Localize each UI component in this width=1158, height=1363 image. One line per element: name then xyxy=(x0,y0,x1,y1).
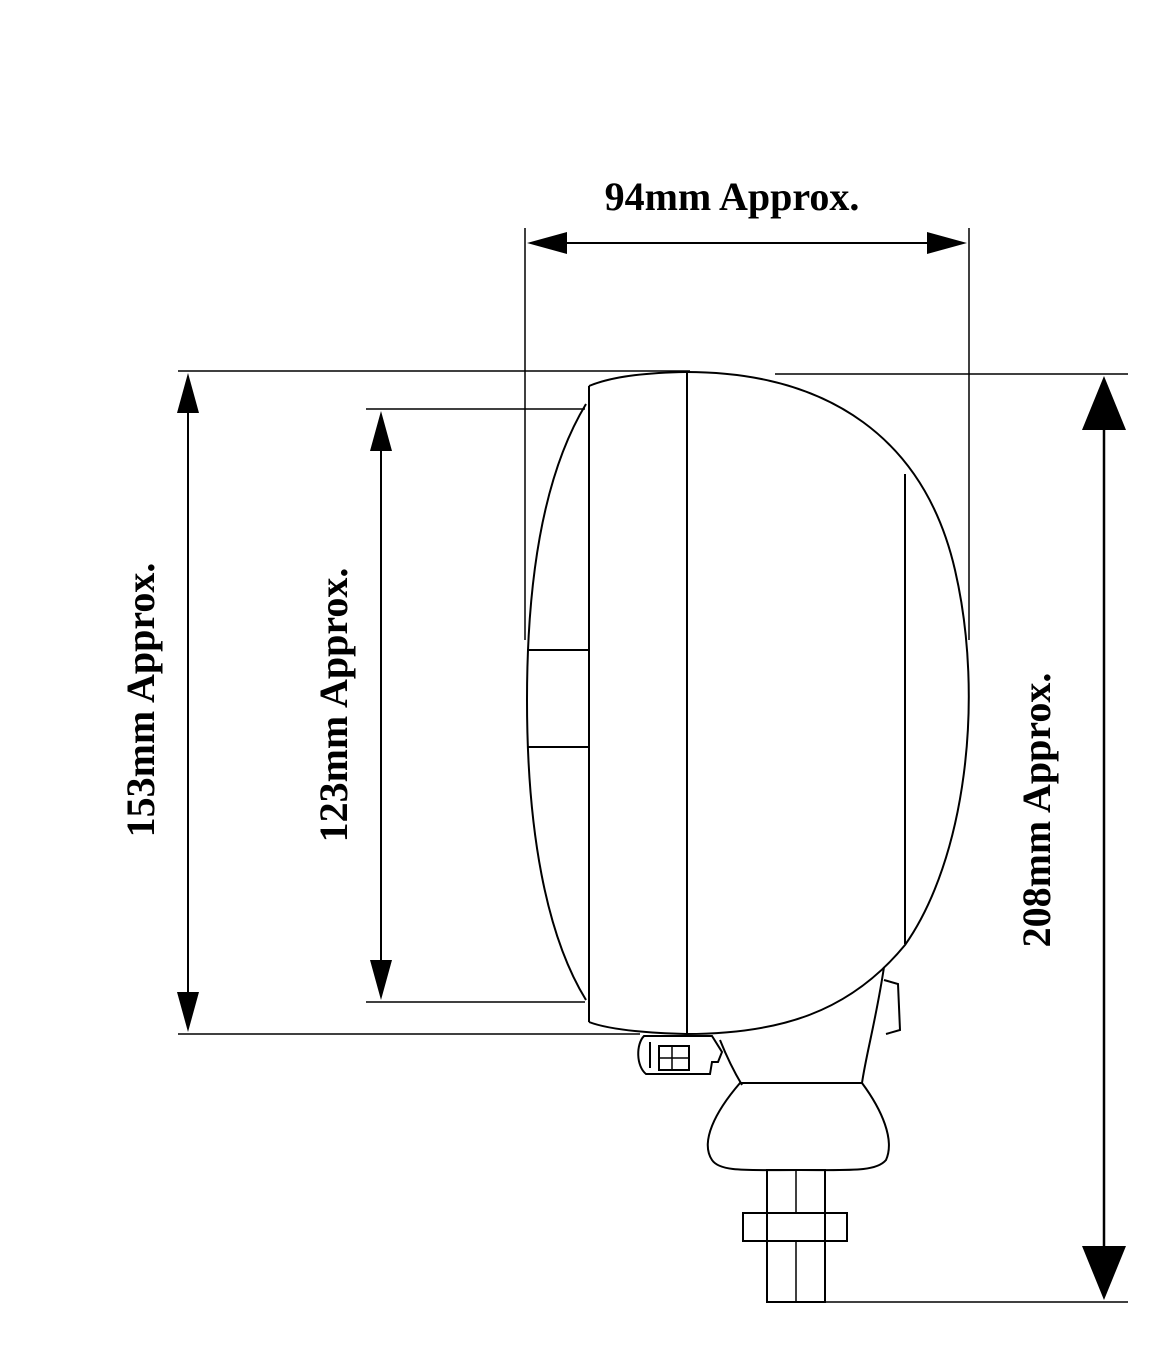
lens-bezel xyxy=(525,403,587,1001)
rim-bottom-curl xyxy=(588,1021,687,1035)
width-label: 94mm Approx. xyxy=(605,174,860,219)
wire-connector xyxy=(637,1035,724,1075)
outer-height-arrow-bottom xyxy=(177,992,199,1032)
inner-height-arrow-top xyxy=(370,411,392,451)
width-arrow-left xyxy=(527,232,567,254)
inner-height-dimension: 123mm Approx. xyxy=(311,408,585,1003)
total-height-dimension: 208mm Approx. xyxy=(770,373,1128,1303)
inner-height-label: 123mm Approx. xyxy=(311,568,356,843)
side-switch xyxy=(883,979,902,1035)
rim-top-curl xyxy=(588,371,687,387)
rubber-boot xyxy=(706,1082,890,1172)
mounting-nut xyxy=(742,1212,848,1242)
total-height-label: 208mm Approx. xyxy=(1014,673,1059,948)
mounting-bracket xyxy=(637,966,902,1303)
total-height-arrow-top xyxy=(1082,376,1126,430)
outer-height-label: 153mm Approx. xyxy=(118,563,163,838)
bracket-neck xyxy=(861,966,885,1084)
outer-height-arrow-top xyxy=(177,373,199,413)
total-height-arrow-bottom xyxy=(1082,1246,1126,1300)
bracket-neck-left xyxy=(719,1039,743,1086)
outer-height-dimension: 153mm Approx. xyxy=(118,370,690,1035)
inner-height-arrow-bottom xyxy=(370,960,392,1000)
rear-shell xyxy=(685,371,970,1035)
width-arrow-right xyxy=(927,232,967,254)
headlamp-body xyxy=(525,371,970,1035)
width-dimension: 94mm Approx. xyxy=(524,174,970,640)
